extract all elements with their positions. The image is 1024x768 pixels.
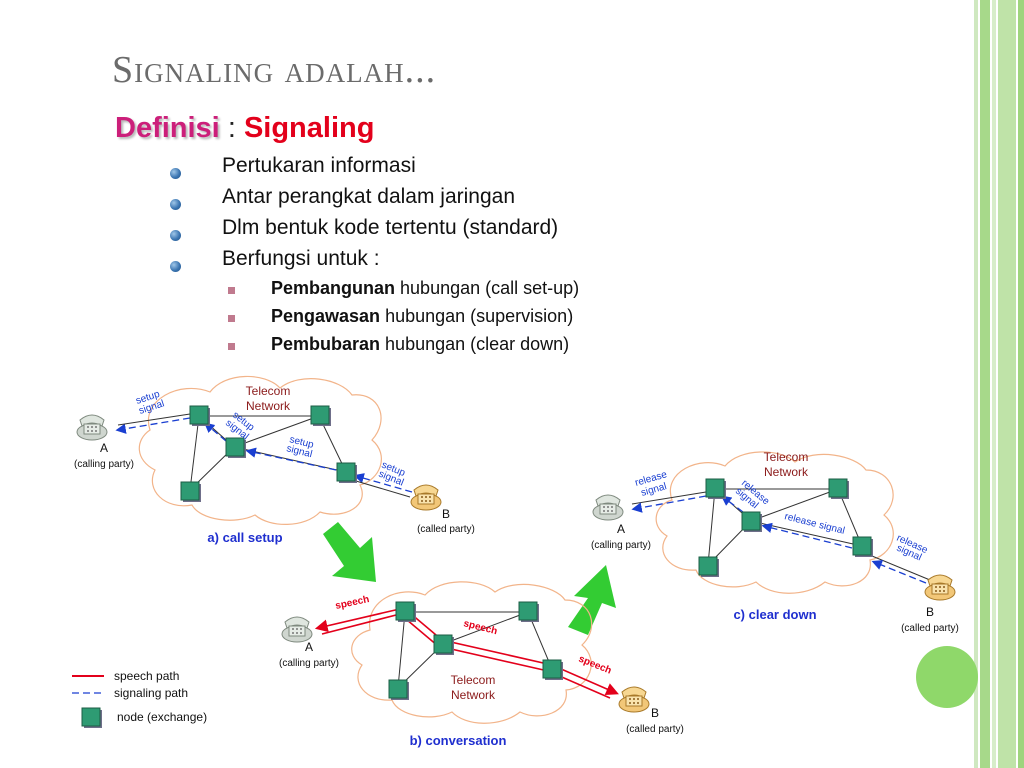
telephone-icon: [924, 574, 956, 601]
sub-bullet-bold: Pembubaran: [271, 334, 381, 354]
node-icon: [852, 536, 874, 558]
definition-line: Definisi : Signaling: [115, 112, 374, 145]
caption-conversation: b) conversation: [410, 733, 507, 748]
sub-bullet-rest: hubungan (call set-up): [400, 278, 580, 298]
network-cloud: [138, 375, 382, 525]
sub-bullet-rest: hubungan (clear down): [385, 334, 570, 354]
bullet-dot-icon: [170, 199, 181, 210]
slide-title: Signaling adalah...: [112, 49, 437, 91]
decorative-circle: [916, 646, 978, 708]
telephone-icon: [281, 616, 313, 643]
bullet-item: Berfungsi untuk :: [222, 247, 380, 270]
sub-bullet-rest: hubungan (supervision): [385, 306, 574, 326]
sub-bullet-item: Pembangunan hubungan (call set-up): [271, 278, 579, 299]
sub-bullet-item: Pengawasan hubungan (supervision): [271, 306, 573, 327]
caption-call-setup: a) call setup: [207, 530, 282, 545]
network-label: Telecom: [451, 673, 496, 687]
network-label: Telecom: [764, 450, 809, 464]
party-a-label: A: [305, 640, 313, 654]
node-icon: [698, 556, 720, 578]
telephone-icon: [76, 414, 108, 441]
node-icon: [395, 601, 417, 623]
node-icon: [828, 478, 850, 500]
party-b-label: B: [442, 507, 450, 521]
telephone-icon: [592, 494, 624, 521]
definition-term: Signaling: [243, 112, 375, 144]
sub-bullet-square-icon: [228, 315, 235, 322]
node-icon: [741, 511, 763, 533]
node-icon: [336, 462, 358, 484]
node-icon: [518, 601, 540, 623]
party-a-desc: (calling party): [591, 540, 651, 551]
bullet-item: Pertukaran informasi: [222, 154, 416, 177]
bullet-dot-icon: [170, 168, 181, 179]
party-a-label: A: [617, 522, 625, 536]
panel-call-setup: Telecom Network A (calli: [74, 375, 475, 545]
green-arrow-icon: [568, 565, 616, 635]
caption-clear-down: c) clear down: [733, 607, 816, 622]
bullet-item: Antar perangkat dalam jaringan: [222, 185, 516, 208]
panel-clear-down: Telecom Network A (calling party): [591, 450, 959, 634]
legend-signal-label: signaling path: [114, 686, 188, 700]
party-b-desc: (called party): [417, 524, 475, 535]
legend-node-label: node (exchange): [117, 710, 207, 724]
party-b-label: B: [926, 605, 934, 619]
bullet-dot-icon: [170, 230, 181, 241]
signal-path: [115, 417, 413, 493]
network-cloud: [351, 581, 593, 724]
sub-bullet-square-icon: [228, 287, 235, 294]
party-a-label: A: [100, 441, 108, 455]
party-b-desc: (called party): [901, 623, 959, 634]
party-b-label: B: [651, 706, 659, 720]
access-links: [117, 413, 411, 498]
party-a-desc: (calling party): [74, 459, 134, 470]
party-b-desc: (called party): [626, 724, 684, 735]
network-label: Telecom: [246, 384, 291, 398]
node-icon: [180, 481, 202, 503]
signal-labels: setup signal setup signal setup signal s…: [135, 389, 408, 489]
bullet-item: Dlm bentuk kode tertentu (standard): [222, 216, 559, 239]
legend-node-icon: [81, 707, 103, 729]
telephone-icon: [410, 484, 442, 511]
node-icon: [388, 679, 410, 701]
bullet-dot-icon: [170, 261, 181, 272]
legend-speech-label: speech path: [114, 669, 179, 683]
node-icon: [310, 405, 332, 427]
sub-bullet-bold: Pembangunan: [271, 278, 396, 298]
telephone-icon: [618, 686, 650, 713]
panel-conversation: Telecom Network A (calling party) B (cal…: [279, 581, 684, 748]
party-a-desc: (calling party): [279, 658, 339, 669]
network-label: Network: [451, 688, 496, 702]
speech-label: speech: [334, 594, 370, 612]
node-icon: [189, 405, 211, 427]
node-icon: [433, 634, 455, 656]
definition-word: Definisi: [115, 112, 220, 144]
network-links: [189, 415, 347, 491]
legend: speech path signaling path node (exchang…: [72, 669, 207, 729]
slide-decoration-bars: [974, 0, 1024, 768]
green-arrow-icon: [323, 522, 376, 582]
sub-bullet-bold: Pengawasan: [271, 306, 381, 326]
signal-path: [631, 495, 927, 584]
speech-path: [314, 607, 619, 699]
network-label: Network: [764, 465, 809, 479]
sub-bullet-item: Pembubaran hubungan (clear down): [271, 334, 569, 355]
speech-label: speech: [577, 654, 613, 677]
network-links: [631, 488, 931, 581]
node-icon: [705, 478, 727, 500]
sub-bullet-square-icon: [228, 343, 235, 350]
definition-colon: :: [227, 112, 236, 144]
node-icon: [542, 659, 564, 681]
network-label: Network: [246, 399, 291, 413]
